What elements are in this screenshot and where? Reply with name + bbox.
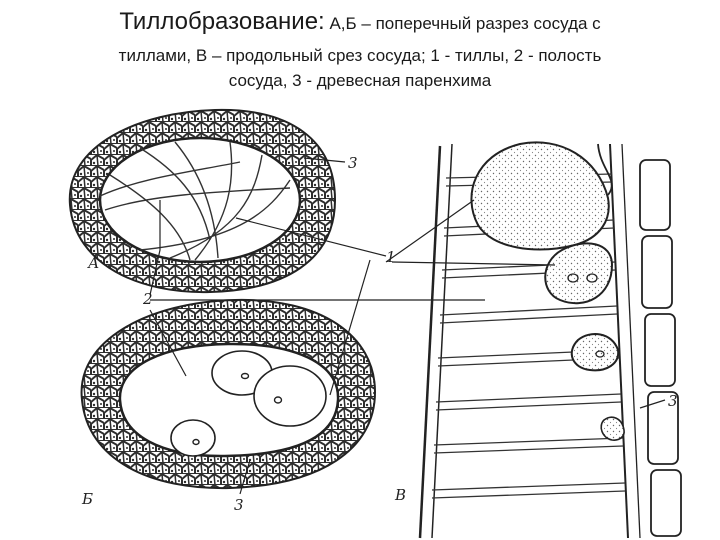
- label-2: 2: [142, 290, 153, 308]
- figure-b-vessel-cross-section: [80, 298, 377, 490]
- figure-a-vessel-cross-section: [68, 108, 337, 294]
- slide-title: Тиллобразование: А,Б – поперечный разрез…: [0, 8, 720, 39]
- title-head: Тиллобразование:: [119, 8, 325, 35]
- label-b: Б: [81, 490, 93, 508]
- title-line-2: тиллами, В – продольный срез сосуда; 1 -…: [118, 46, 602, 65]
- figure-v-longitudinal-section: [418, 141, 682, 539]
- leader-lines: [149, 157, 666, 495]
- label-3-top: 3: [348, 154, 358, 172]
- title-rest: А,Б – поперечный разрез сосуда с: [324, 14, 601, 33]
- label-a: А: [87, 254, 99, 272]
- label-v: В: [394, 486, 406, 504]
- title-line-3: сосуда, 3 - древесная паренхима: [228, 71, 492, 90]
- tylosis-illustration: А Б В 1 2 3 3 3: [68, 108, 682, 539]
- label-3-right: 3: [668, 392, 678, 410]
- label-3-bottom: 3: [234, 496, 244, 514]
- label-1: 1: [386, 248, 396, 266]
